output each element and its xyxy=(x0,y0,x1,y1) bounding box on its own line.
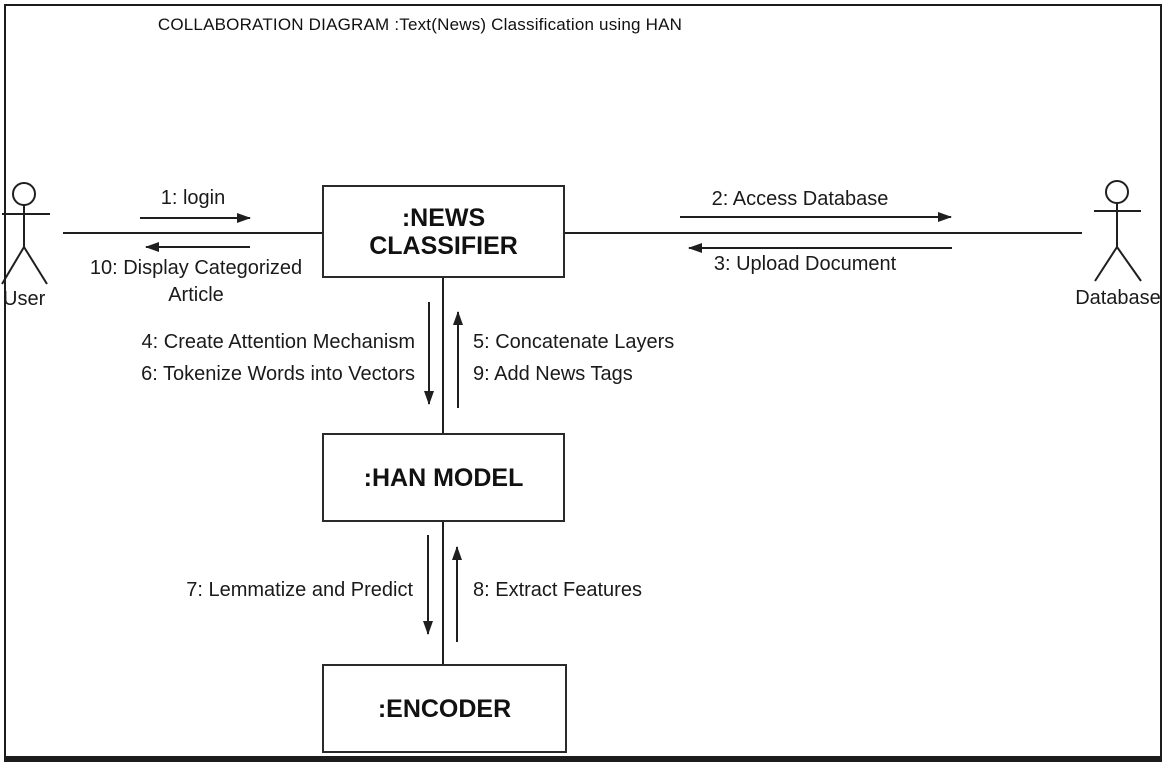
object-label-encoder: :ENCODER xyxy=(377,694,512,723)
message-label-7: 7: Lemmatize and Predict xyxy=(186,579,413,601)
database-head xyxy=(1105,180,1129,204)
message-label-10: 10: Display Categorized Article xyxy=(89,257,303,306)
user-left-leg xyxy=(1,246,25,285)
message-label-1: 1: login xyxy=(160,187,226,209)
actor-label-database: Database xyxy=(1075,287,1161,309)
user-right-leg xyxy=(23,246,48,285)
database-right-leg xyxy=(1116,246,1142,282)
link-lines xyxy=(63,232,1082,664)
message-label-5: 5: Concatenate Layers xyxy=(473,331,675,353)
database-actor-figure xyxy=(1094,180,1142,282)
object-label-news-classifier: :NEWS CLASSIFIER xyxy=(369,203,518,260)
actor-label-user: User xyxy=(3,288,46,310)
user-head xyxy=(12,182,36,206)
message-label-9: 9: Add News Tags xyxy=(473,363,633,385)
message-label-3: 3: Upload Document xyxy=(713,253,897,275)
database-left-leg xyxy=(1094,246,1118,282)
diagram-title: COLLABORATION DIAGRAM :Text(News) Classi… xyxy=(157,15,683,34)
user-actor-figure xyxy=(1,182,50,285)
message-label-2: 2: Access Database xyxy=(711,188,889,210)
message-label-8: 8: Extract Features xyxy=(473,579,642,601)
object-box-han-model: :HAN MODEL xyxy=(322,433,565,522)
message-label-6: 6: Tokenize Words into Vectors xyxy=(141,363,415,385)
object-box-news-classifier: :NEWS CLASSIFIER xyxy=(322,185,565,278)
message-arrows xyxy=(140,212,952,642)
message-label-4: 4: Create Attention Mechanism xyxy=(141,331,415,353)
object-label-han-model: :HAN MODEL xyxy=(363,463,524,492)
object-box-encoder: :ENCODER xyxy=(322,664,567,753)
diagram-frame xyxy=(4,4,1162,762)
